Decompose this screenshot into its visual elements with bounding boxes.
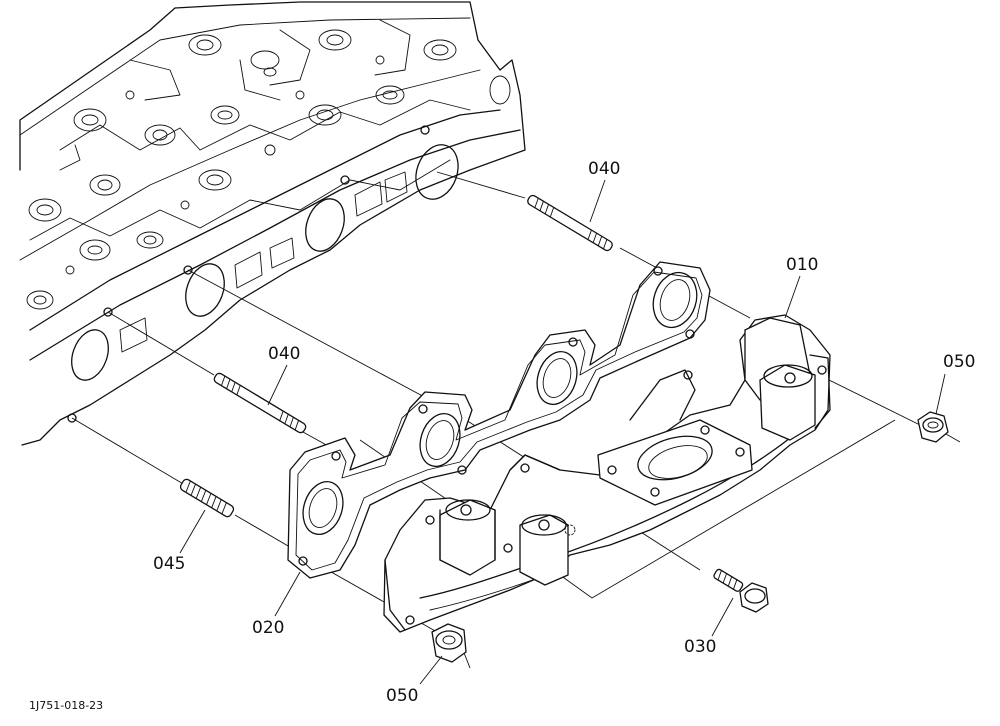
cylinder-head	[19, 1, 526, 446]
callout-050-right: 050	[943, 352, 975, 372]
callout-labels: 040 010 050 040 045 020 030 050	[153, 159, 975, 706]
bolt-030	[713, 568, 769, 613]
callout-020: 020	[252, 618, 284, 638]
callout-040-upper: 040	[588, 159, 620, 179]
callout-045: 045	[153, 554, 185, 574]
callout-030: 030	[684, 637, 716, 657]
figure-code: 1J751-018-23	[29, 699, 103, 712]
callout-010: 010	[786, 255, 818, 275]
callout-050-lower: 050	[386, 686, 418, 706]
exhaust-manifold-010	[383, 314, 831, 633]
stud-040-lower	[213, 372, 307, 434]
stud-040-upper	[527, 194, 613, 252]
gasket-020	[287, 261, 711, 579]
stud-045	[179, 478, 235, 518]
nut-050-right	[917, 411, 961, 443]
callout-040-lower: 040	[268, 344, 300, 364]
nut-050-lower	[431, 623, 467, 663]
